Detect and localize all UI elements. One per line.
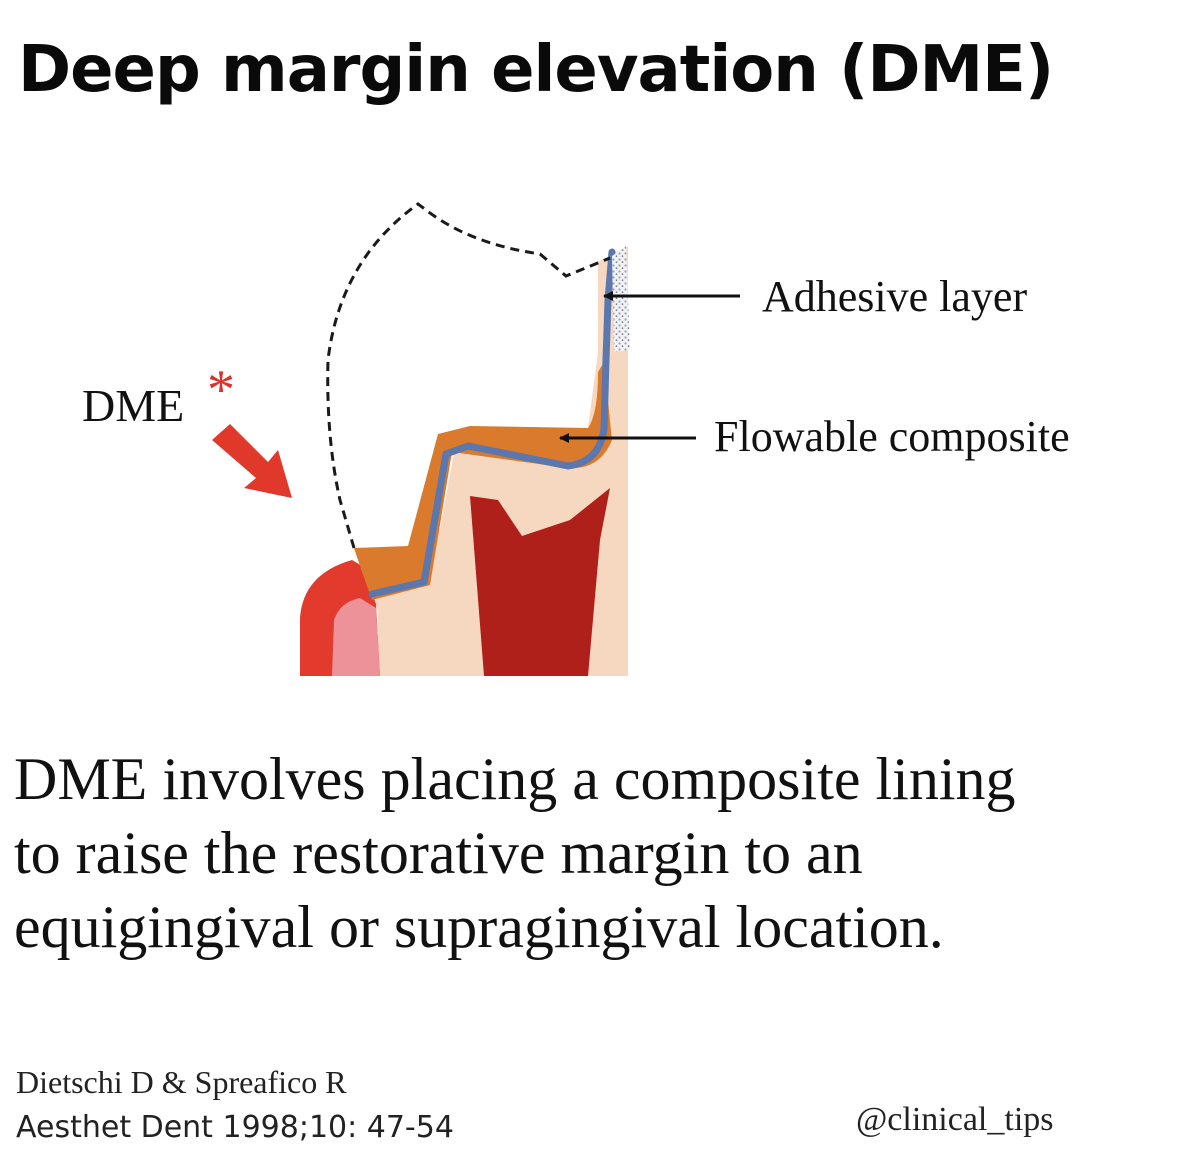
social-handle: @clinical_tips — [856, 1100, 1054, 1140]
flowable-composite-label: Flowable composite — [714, 412, 1070, 462]
dme-diagram — [0, 0, 1200, 720]
description-line-2: to raise the restorative margin to an — [14, 816, 1189, 890]
dme-arrow — [212, 424, 292, 498]
description-text: DME involves placing a composite lining … — [14, 742, 1189, 964]
adhesive-layer-label: Adhesive layer — [762, 272, 1027, 322]
description-line-1: DME involves placing a composite lining — [14, 742, 1189, 816]
dme-asterisk: * — [207, 362, 235, 418]
reference-authors: Dietschi D & Spreafico R — [16, 1062, 347, 1102]
dme-label: DME — [82, 380, 184, 432]
reference-journal: Aesthet Dent 1998;10: 47-54 — [16, 1108, 454, 1148]
description-line-3: equigingival or supragingival location. — [14, 890, 1189, 964]
